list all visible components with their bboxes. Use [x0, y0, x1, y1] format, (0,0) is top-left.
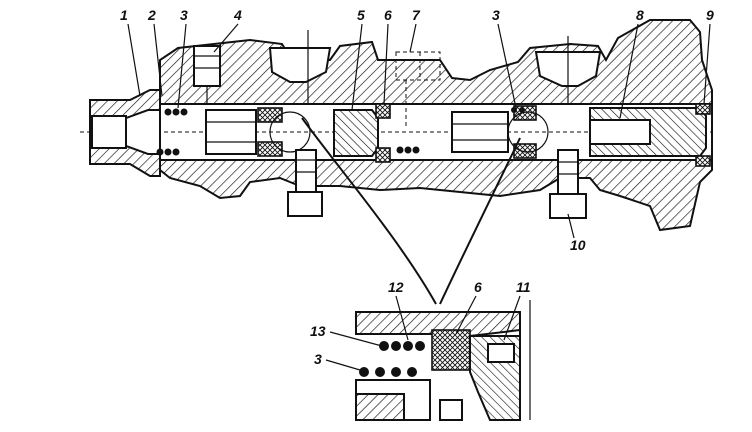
screw-4	[193, 45, 221, 104]
label-4: 4	[233, 7, 242, 23]
part-labels: 1 2 3 4 5 6 7 3 8 9 10 12 6 11 13 3	[120, 7, 714, 371]
label-1: 1	[120, 7, 128, 23]
label-6-top: 6	[384, 7, 392, 23]
label-12: 12	[388, 279, 404, 295]
reservoir-port-right	[534, 36, 602, 104]
spring-3-right	[511, 107, 525, 113]
primary-seal-assembly	[257, 107, 311, 157]
piston-8	[589, 107, 707, 157]
piston-5	[333, 109, 379, 157]
spring-3-left	[156, 108, 188, 156]
seal-9	[695, 103, 711, 167]
label-2: 2	[147, 7, 156, 23]
label-10: 10	[570, 237, 586, 253]
label-3-detail: 3	[314, 351, 322, 367]
sleeve-right	[451, 111, 509, 153]
bolt-left	[287, 149, 323, 217]
seal-6	[375, 103, 391, 163]
label-7: 7	[412, 7, 421, 23]
detail-callout	[301, 117, 521, 305]
label-3-right: 3	[492, 7, 500, 23]
label-8: 8	[636, 7, 644, 23]
label-13: 13	[310, 323, 326, 339]
detail-view	[355, 300, 531, 421]
sleeve-left	[205, 109, 257, 155]
label-11: 11	[516, 279, 531, 295]
label-9: 9	[706, 7, 714, 23]
label-5: 5	[357, 7, 365, 23]
label-3-left: 3	[180, 7, 188, 23]
label-6-detail: 6	[474, 279, 482, 295]
end-fitting-1	[89, 89, 161, 177]
reservoir-port-left	[268, 30, 332, 104]
port-7	[395, 51, 441, 126]
spring-middle	[396, 146, 420, 154]
